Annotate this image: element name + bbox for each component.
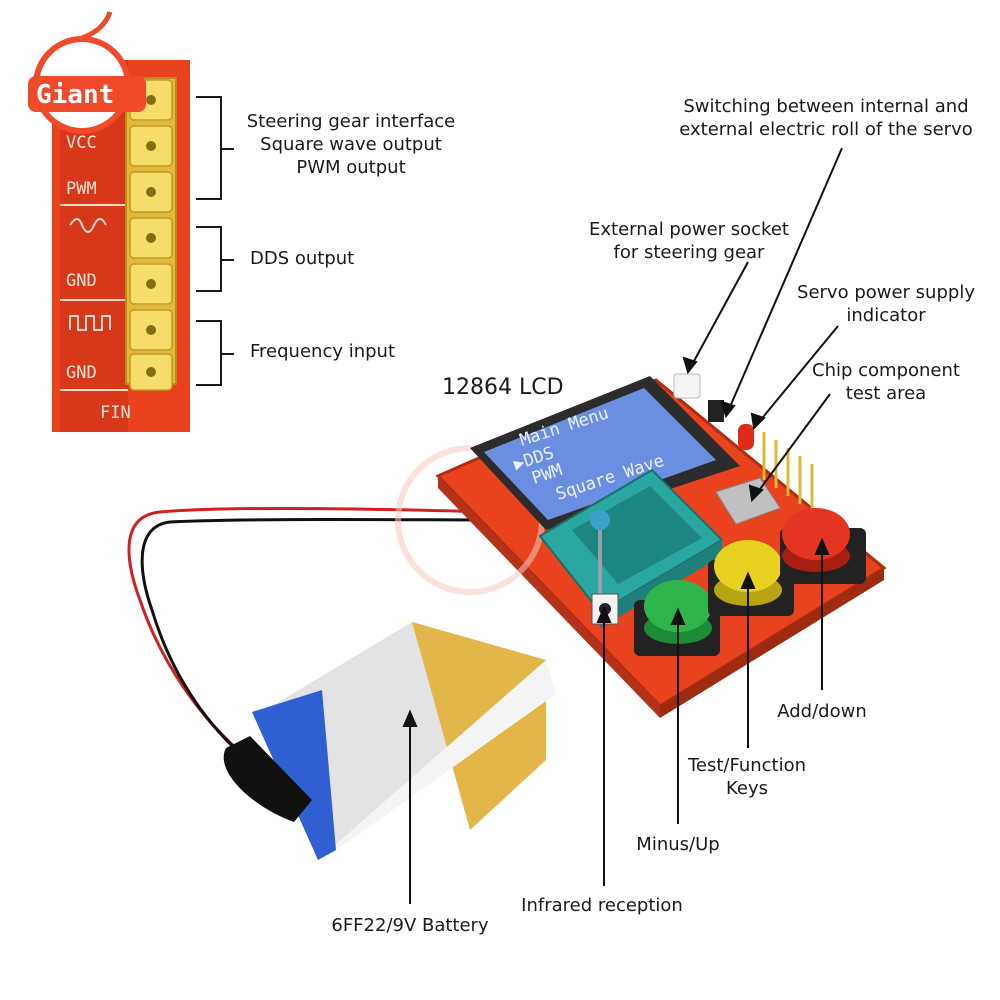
battery-blue-end — [252, 690, 336, 860]
label-battery: 6FF22/9V Battery — [331, 915, 489, 936]
pin-header-right — [762, 432, 814, 512]
chip-test-pad — [715, 477, 781, 525]
zif-lever-knob — [590, 510, 610, 530]
label-chip-test: Chip component test area — [806, 359, 966, 405]
label-add-down: Add/down — [777, 701, 867, 722]
label-external-power: External power socket for steering gear — [584, 218, 794, 264]
label-dds-output: DDS output — [250, 248, 355, 269]
silk-fin: FIN — [100, 403, 131, 423]
label-external-power-line-2: for steering gear — [613, 242, 765, 263]
leader-lines — [402, 147, 843, 904]
servo-switch — [708, 400, 724, 422]
label-test-function-line-1: Test/Function — [687, 755, 807, 776]
logo-text: Giant — [36, 80, 114, 110]
bracket-servo — [196, 96, 234, 200]
indicator-led — [738, 424, 754, 450]
bracket-dds — [196, 226, 234, 292]
label-square-wave: Square wave output — [260, 134, 442, 155]
label-switching-line-2: external electric roll of the servo — [679, 119, 973, 140]
label-frequency-input: Frequency input — [250, 341, 396, 362]
header-pins — [125, 77, 177, 391]
label-chip-test-line-2: test area — [845, 383, 927, 404]
header-pin-inset: VCC PWM GND GND FIN — [52, 60, 190, 432]
lcd-screen — [484, 388, 716, 520]
label-test-function-line-2: Keys — [725, 778, 768, 799]
label-test-function: Test/Function Keys — [680, 754, 814, 800]
label-chip-test-line-1: Chip component — [812, 360, 960, 381]
giant-logo: Giant — [28, 11, 146, 134]
label-external-power-line-1: External power socket — [589, 219, 789, 240]
label-lcd-title: 12864 LCD — [442, 375, 564, 400]
label-switching: Switching between internal and external … — [676, 95, 976, 141]
label-switching-line-1: Switching between internal and — [683, 96, 969, 117]
label-servo-indicator: Servo power supply indicator — [796, 281, 976, 327]
silk-gnd-1: GND — [66, 271, 97, 291]
silkscreen-lines — [60, 204, 128, 391]
silk-vcc: VCC — [66, 133, 97, 153]
zif-socket — [538, 468, 724, 628]
label-steering-gear: Steering gear interface — [246, 111, 456, 132]
battery-snap — [223, 736, 312, 822]
label-servo-group: Steering gear interface Square wave outp… — [236, 110, 466, 179]
battery-wires — [127, 506, 491, 770]
label-infrared: Infrared reception — [521, 895, 683, 916]
label-servo-indicator-line-2: indicator — [846, 305, 926, 326]
label-servo-indicator-line-1: Servo power supply — [797, 282, 975, 303]
bracket-frequency — [196, 320, 234, 386]
label-pwm-output: PWM output — [296, 157, 406, 178]
battery — [223, 622, 556, 860]
label-minus-up: Minus/Up — [636, 834, 720, 855]
silk-pwm: PWM — [66, 179, 97, 199]
silk-gnd-2: GND — [66, 363, 97, 383]
power-socket — [673, 373, 701, 399]
